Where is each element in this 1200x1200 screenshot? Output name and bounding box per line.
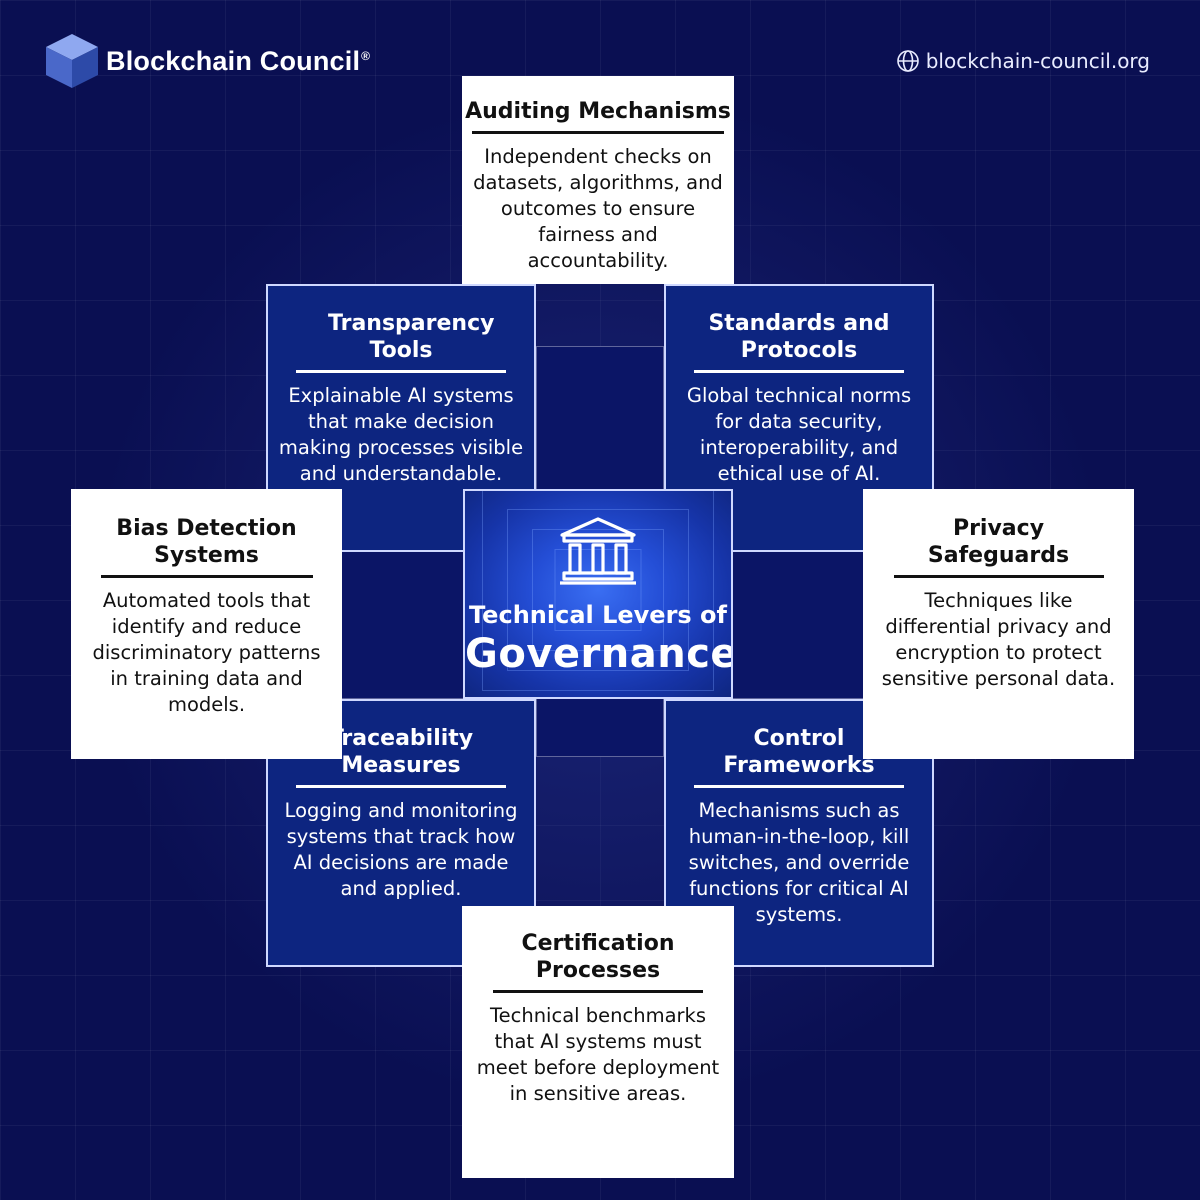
government-building-icon [558,515,638,587]
divider [296,785,506,788]
cube-logo-icon [46,34,98,88]
card-bias-detection-systems: Bias Detection Systems Automated tools t… [71,489,342,759]
card-description: Technical benchmarks that AI systems mus… [476,1004,720,1105]
divider [893,575,1104,578]
card-description: Logging and monitoring systems that trac… [284,799,518,900]
divider [472,131,724,134]
brand-logo: Blockchain Council® [44,32,370,90]
card-title: Control Frameworks [723,726,875,778]
glow-square [532,528,664,651]
center-title-line2: Governance [465,631,733,677]
connector-top [536,346,664,491]
card-auditing-mechanisms: Auditing Mechanisms Independent checks o… [462,76,734,284]
divider [296,370,506,373]
glow-square [507,508,689,671]
card-transparency-tools: Transparency Tools Explainable AI system… [266,284,536,552]
center-title-line1: Technical Levers of [469,601,727,629]
website-link[interactable]: blockchain-council.org [896,49,1150,73]
card-title: Privacy Safeguards [927,516,1070,568]
connector-right [731,551,865,699]
card-title: Auditing Mechanisms [465,99,731,124]
card-description: Mechanisms such as human-in-the-loop, ki… [688,799,910,926]
glow-square [554,548,642,631]
card-description: Techniques like differential privacy and… [881,589,1116,690]
divider [493,990,703,993]
card-description: Independent checks on datasets, algorith… [473,145,723,272]
website-text: blockchain-council.org [925,49,1150,73]
glow-square [482,491,714,691]
card-description: Global technical norms for data security… [686,384,912,485]
card-description: Explainable AI systems that make decisio… [278,384,524,485]
globe-icon [896,50,919,72]
card-description: Automated tools that identify and reduce… [92,589,321,716]
card-privacy-safeguards: Privacy Safeguards Techniques like diffe… [863,489,1134,759]
card-control-frameworks: Control Frameworks Mechanisms such as hu… [664,699,934,967]
card-title: Bias Detection Systems [116,516,297,568]
divider [100,575,313,578]
card-title: Transparency Tools [328,311,495,363]
center-hub: Technical Levers of Governance [463,489,733,699]
card-title: Standards and Protocols [708,311,890,363]
card-title: Traceability Measures [328,726,474,778]
brand-name: Blockchain Council® [106,45,371,76]
divider [694,370,904,373]
card-certification-processes: Certification Processes Technical benchm… [462,906,734,1178]
connector-bottom [536,697,664,757]
connector-left [340,551,465,699]
divider [694,785,904,788]
card-title: Certification Processes [521,931,675,983]
